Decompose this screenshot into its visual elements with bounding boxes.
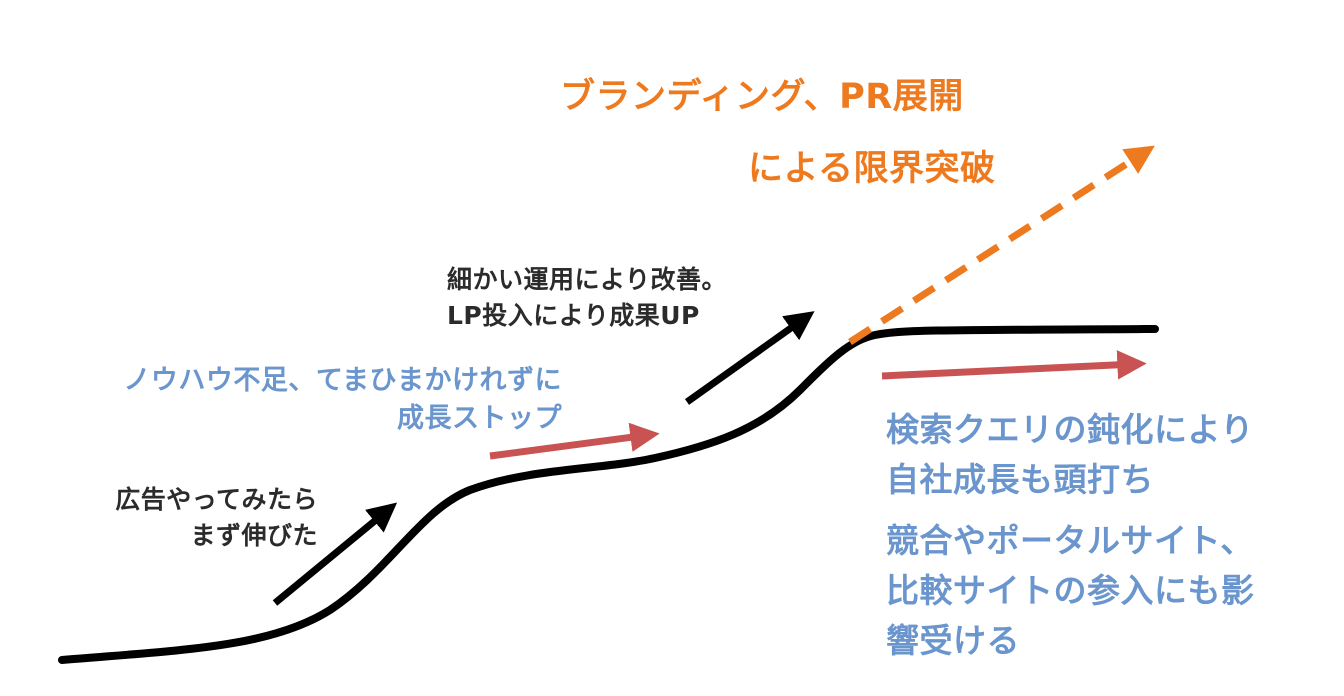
stagnation-arrow xyxy=(489,422,660,460)
search-label-line1: 検索クエリの鈍化により xyxy=(886,410,1254,449)
search-label: 検索クエリの鈍化により 自社成長も頭打ち xyxy=(886,405,1254,505)
ads-label: 広告やってみたら まず伸びた xyxy=(60,482,318,554)
ads-growth-arrow xyxy=(272,502,398,606)
plateau-arrow xyxy=(881,350,1147,380)
knowhow-label-line1: ノウハウ不足、てまひまかけれずに xyxy=(123,365,562,396)
competition-label-line2: 比較サイトの参入にも影 xyxy=(886,571,1255,610)
improvement-label-line2: LP投入により成果UP xyxy=(447,301,700,330)
competition-label-line1: 競合やポータルサイト、 xyxy=(886,521,1254,560)
improvement-arrow xyxy=(684,311,815,405)
breakthrough-dashed-arrow xyxy=(848,145,1155,345)
ads-label-line2: まず伸びた xyxy=(190,521,318,550)
knowhow-label: ノウハウ不足、てまひまかけれずに 成長ストップ xyxy=(62,362,562,438)
improvement-label-line1: 細かい運用により改善。 xyxy=(447,265,728,294)
improvement-label: 細かい運用により改善。 LP投入により成果UP xyxy=(447,262,727,334)
competition-label-line3: 響受ける xyxy=(886,621,1020,660)
knowhow-label-line2: 成長ストップ xyxy=(397,403,562,434)
growth-curve xyxy=(58,325,1159,664)
search-label-line2: 自社成長も頭打ち xyxy=(886,460,1154,499)
branding-label-line2: による限界突破 xyxy=(748,149,996,189)
branding-label-line1: ブランディング、PR展開 xyxy=(560,77,964,117)
branding-label: ブランディング、PR展開 xyxy=(560,73,964,121)
ads-label-line1: 広告やってみたら xyxy=(115,485,318,514)
branding-label-continued: による限界突破 xyxy=(748,145,995,193)
competition-label: 競合やポータルサイト、 比較サイトの参入にも影 響受ける xyxy=(886,516,1255,666)
